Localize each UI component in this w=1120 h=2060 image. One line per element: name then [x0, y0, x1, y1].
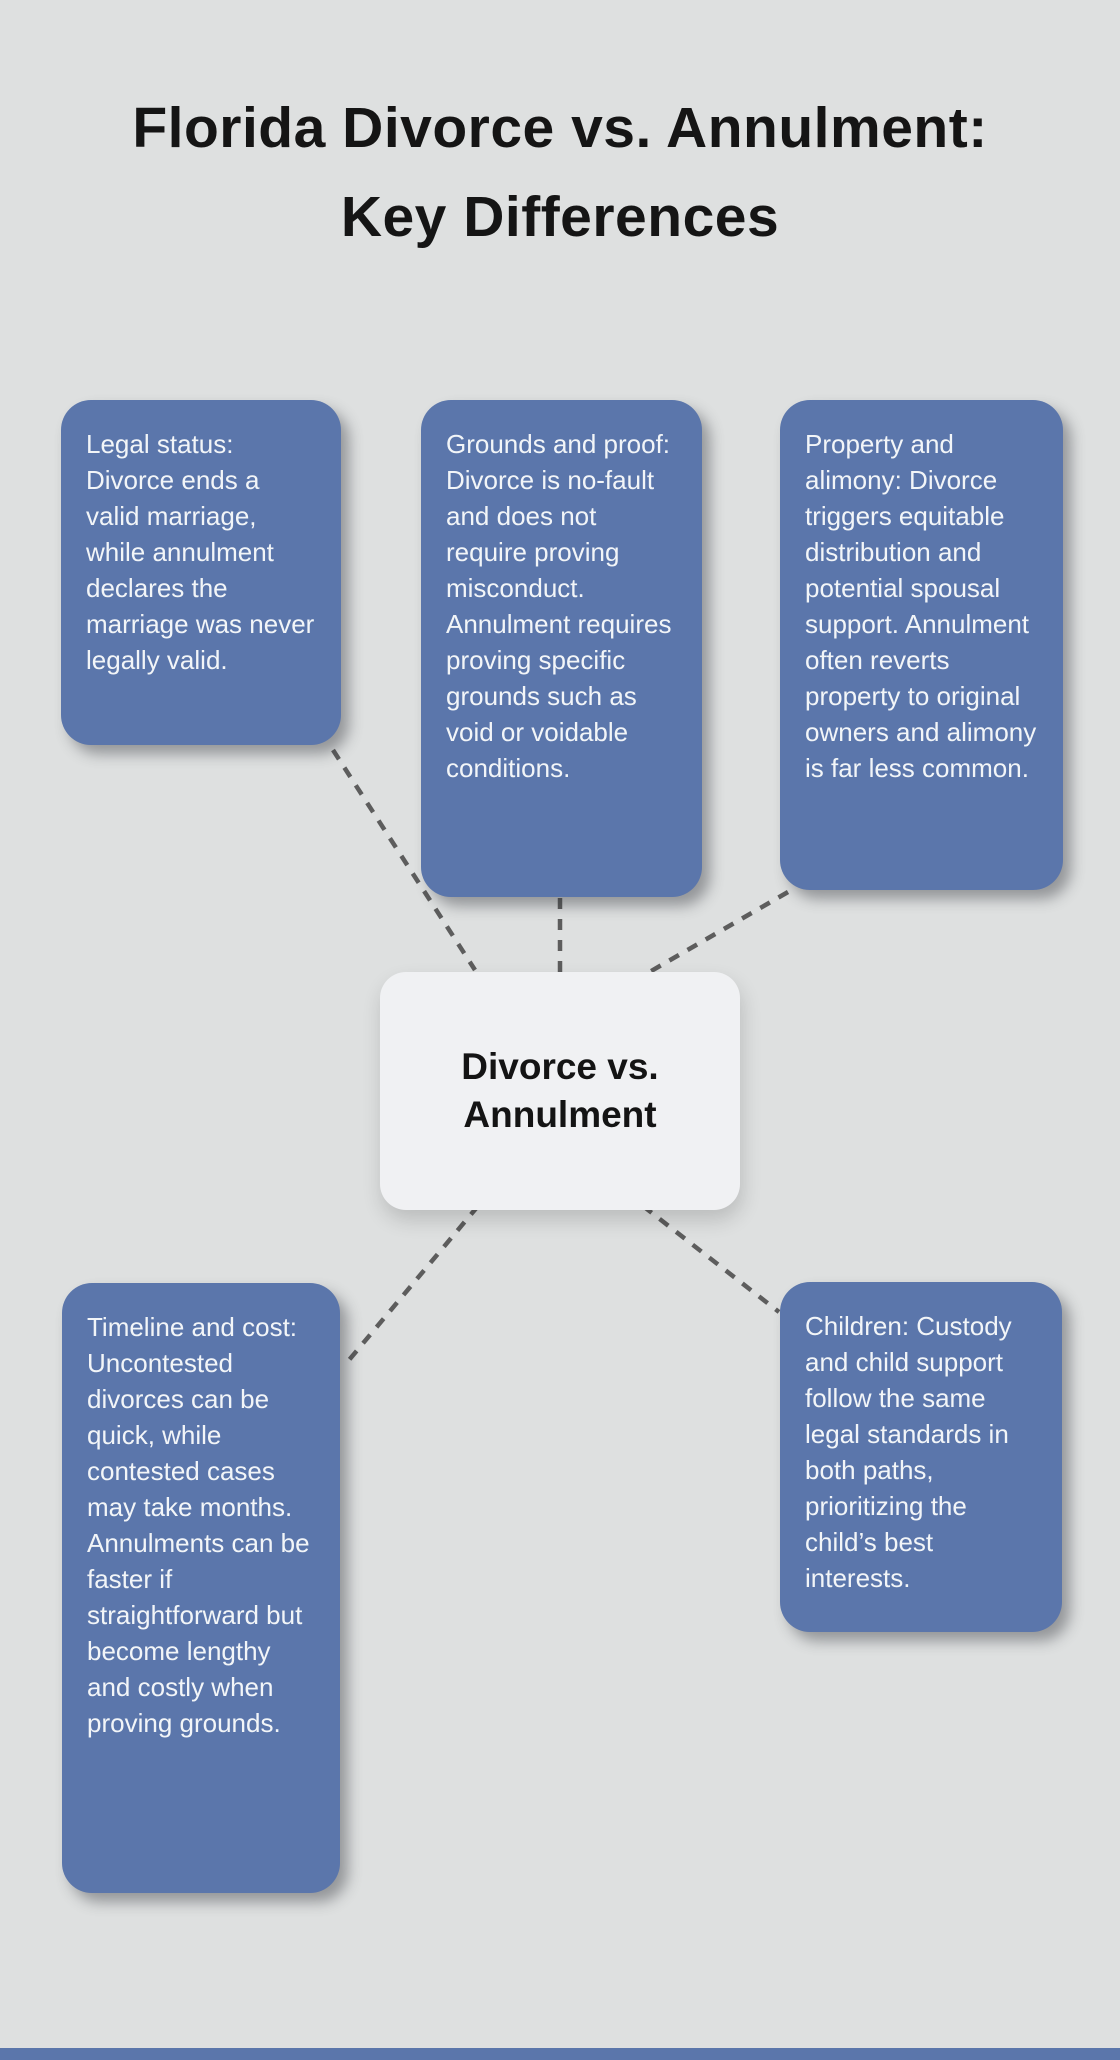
node-children: Children: Custody and child support foll…	[780, 1282, 1062, 1632]
node-property-alimony: Property and alimony: Divorce triggers e…	[780, 400, 1063, 890]
node-legal-status-text: Legal status: Divorce ends a valid marri…	[86, 429, 315, 675]
node-children-text: Children: Custody and child support foll…	[805, 1311, 1012, 1593]
node-property-alimony-text: Property and alimony: Divorce triggers e…	[805, 429, 1037, 783]
connector-line-children	[641, 1204, 781, 1314]
page-title-line1: Florida Divorce vs. Annulment:	[132, 96, 988, 160]
connector-line-timeline-cost	[342, 1204, 480, 1368]
node-grounds-proof-text: Grounds and proof: Divorce is no-fault a…	[446, 429, 672, 783]
node-legal-status: Legal status: Divorce ends a valid marri…	[61, 400, 341, 745]
center-node: Divorce vs. Annulment	[380, 972, 740, 1210]
node-timeline-cost: Timeline and cost: Uncontested divorces …	[62, 1283, 340, 1893]
center-node-label: Divorce vs. Annulment	[461, 1046, 659, 1135]
node-timeline-cost-text: Timeline and cost: Uncontested divorces …	[87, 1312, 310, 1738]
page-title-line2: Key Differences	[340, 185, 780, 249]
page-title: Florida Divorce vs. Annulment: Key Diffe…	[0, 84, 1120, 262]
connector-line-property-alimony	[644, 890, 790, 976]
connector-line-legal-status	[331, 748, 477, 972]
node-grounds-proof: Grounds and proof: Divorce is no-fault a…	[421, 400, 702, 897]
footer-accent-bar	[0, 2048, 1120, 2060]
